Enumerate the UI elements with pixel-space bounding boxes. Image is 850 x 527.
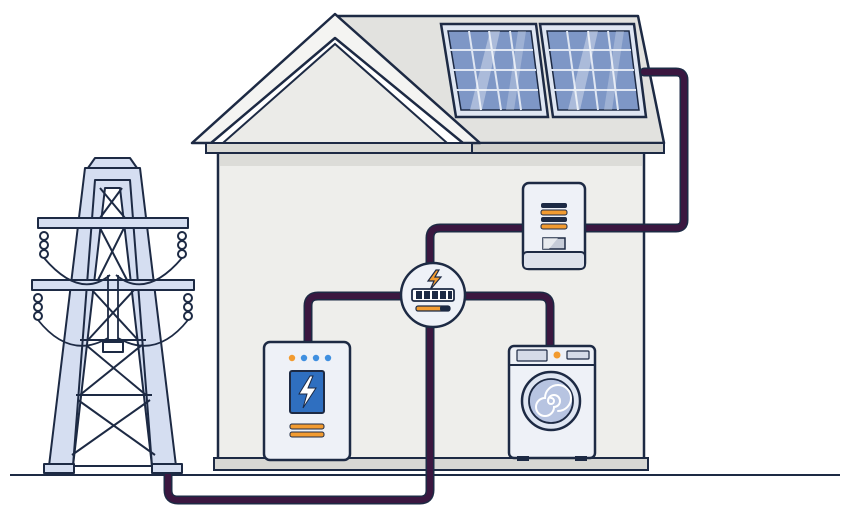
cables: [163, 67, 689, 505]
washer-dial: [553, 351, 561, 359]
solar-panels: [439, 22, 648, 119]
pylon-foot: [43, 463, 75, 474]
pylon-foot: [151, 463, 183, 474]
battery-status-dots: [288, 354, 332, 362]
eave-shadow: [220, 152, 642, 166]
battery-lightning-icon: [298, 375, 317, 409]
home-battery: [262, 340, 352, 462]
spiral-icon: [535, 384, 572, 417]
power-grid-pylon: [31, 157, 195, 474]
breaker-row: [411, 288, 455, 302]
washing-machine: [507, 344, 597, 461]
roof-eave: [465, 142, 665, 154]
solar-panel-icon: [439, 22, 550, 119]
consumer-unit: [399, 261, 467, 329]
inverter: [521, 181, 587, 271]
lightning-icon: [426, 269, 443, 291]
gable-fascia: [205, 142, 473, 154]
solar-panel-icon: [538, 22, 648, 119]
insulator-icon: [33, 231, 193, 321]
washer-control-panel: [516, 349, 548, 362]
inverter-indicator-bars: [540, 203, 568, 230]
